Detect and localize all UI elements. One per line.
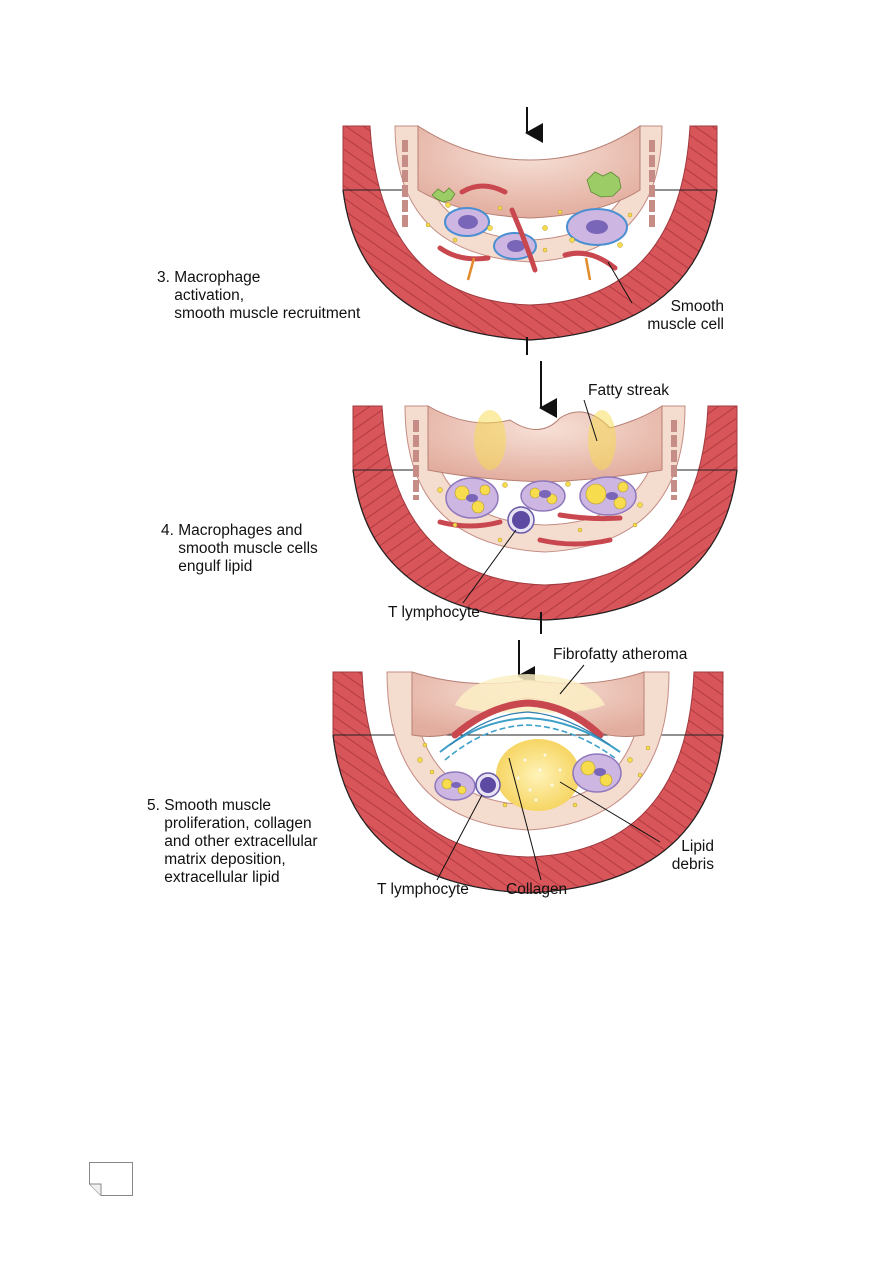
stage3-deposit-left <box>431 187 456 203</box>
stage3-lipid-dots <box>425 202 633 253</box>
collagen-label: Collagen <box>506 881 568 898</box>
stage3-macrophage-3 <box>566 208 628 246</box>
stage3-vessel <box>342 125 718 341</box>
stage5-lipid-core <box>496 739 580 811</box>
t-lymphocyte-4-label: T lymphocyte <box>388 604 480 621</box>
lipid-debris-label: Lipid debris <box>671 838 714 873</box>
stage3-deposit-right <box>586 171 622 198</box>
stage5-foam-cell-right <box>572 753 622 793</box>
stage4-foam-cell-2 <box>520 480 566 512</box>
lipid-debris-leader <box>559 781 661 843</box>
stage3-lumen <box>417 125 641 219</box>
stage5-lipid-debris-dots <box>516 753 562 802</box>
stage5-vessel <box>332 671 724 894</box>
stage4-foam-cell-1 <box>445 477 499 519</box>
t-lymphocyte-4-leader <box>462 529 517 604</box>
stage5-foam-cell-left <box>434 771 476 801</box>
stage4-label: 4. Macrophages and smooth muscle cells e… <box>161 522 318 575</box>
t-lymphocyte-5-leader <box>436 794 483 881</box>
fibrofatty-atheroma-label: Fibrofatty atheroma <box>553 646 688 663</box>
stage4-vessel <box>352 405 738 621</box>
t-lymphocyte-5-label: T lymphocyte <box>377 881 469 898</box>
stage3-label: 3. Macrophage activation, smooth muscle … <box>157 269 361 322</box>
stage5-label: 5. Smooth muscle proliferation, collagen… <box>147 797 318 886</box>
stage3-macrophage-1 <box>444 207 490 237</box>
smooth-muscle-cell-label: Smooth muscle cell <box>647 298 724 333</box>
fibrofatty-atheroma-leader <box>559 664 585 695</box>
collagen-leader <box>508 757 542 881</box>
stage5-atheroma-cap-area <box>455 674 605 713</box>
stage4-lumen <box>427 405 663 483</box>
stage4-t-lymphocyte <box>507 506 535 534</box>
page-corner-icon <box>89 1162 133 1196</box>
stage3-endothelium <box>402 140 655 230</box>
fatty-streak-label: Fatty streak <box>588 382 669 399</box>
smooth-muscle-cell-leader <box>607 261 633 304</box>
stage4-fatty-streak-left <box>474 410 506 470</box>
stage5-collagen-1 <box>439 716 621 753</box>
stage5-t-lymphocyte <box>475 772 501 798</box>
stage4-foam-cell-3 <box>579 476 637 516</box>
fatty-streak-leader <box>583 399 598 442</box>
stage4-fatty-streak-right <box>588 410 616 470</box>
